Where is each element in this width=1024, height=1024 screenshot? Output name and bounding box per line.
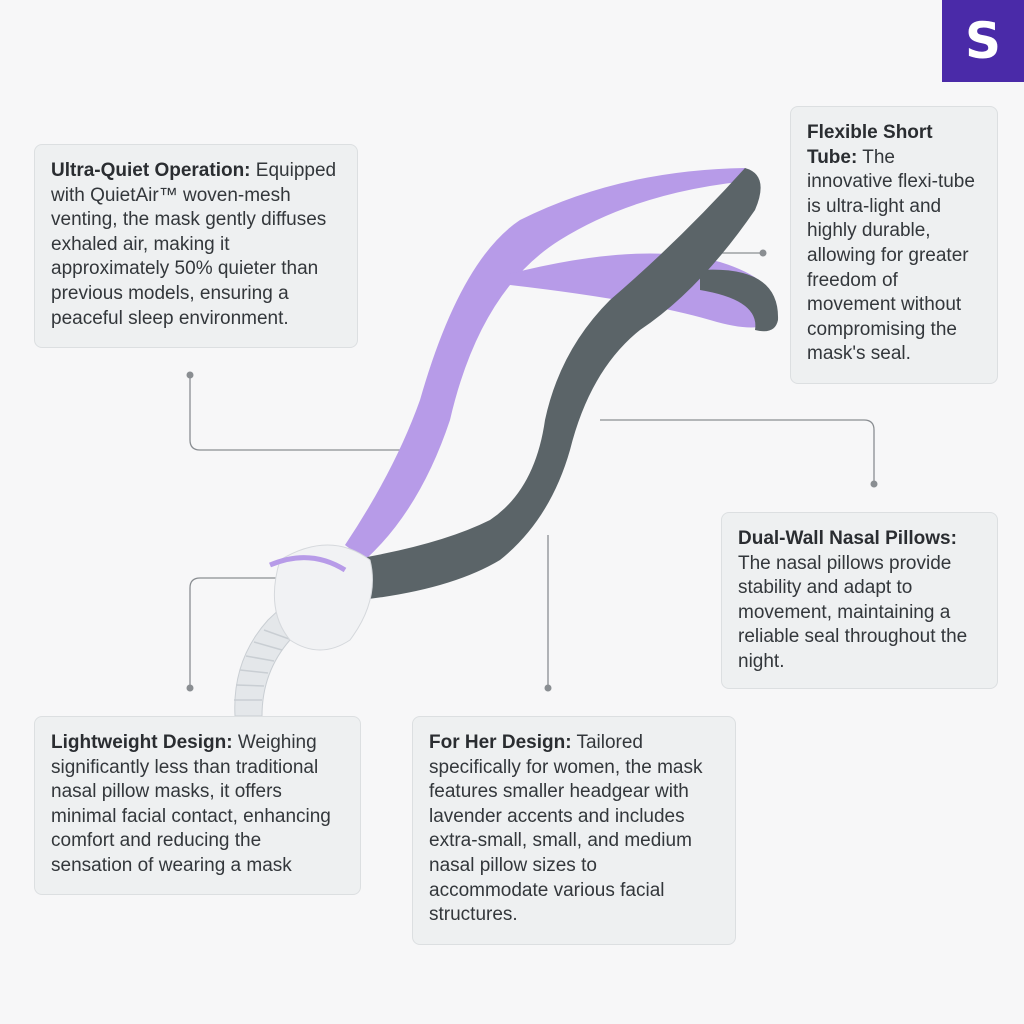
feature-body: The nasal pillows provide stability and … [738,552,968,672]
gray-loop [700,269,779,332]
connector-dots [186,249,878,692]
feature-body: The innovative flexi-tube is ultra-light… [807,146,975,365]
feature-title: Ultra-Quiet Operation: [51,160,251,181]
feature-for-her: For Her Design: Tailored specifically fo… [412,716,736,945]
connector-quiet [189,375,415,451]
logo-letter: S [964,12,1001,70]
feature-body: Tailored specifically for women, the mas… [429,732,703,926]
feature-title: For Her Design: [429,732,572,753]
connector-pillows [600,419,875,484]
gray-strap [350,168,761,600]
feature-body: Weighing significantly less than traditi… [51,732,331,876]
tube-ribs [234,629,293,701]
feature-title: Flexible Short Tube: [807,122,933,168]
feature-dual-wall-pillows: Dual-Wall Nasal Pillows: The nasal pillo… [721,512,998,689]
connector-lines [189,252,875,688]
brand-logo: S [942,0,1024,82]
feature-title: Dual-Wall Nasal Pillows: [738,528,957,549]
feature-body: Equipped with QuietAir™ woven-mesh venti… [51,160,337,329]
connector-lightweight [189,577,292,688]
feature-lightweight: Lightweight Design: Weighing significant… [34,716,361,895]
purple-strap [345,168,758,560]
feature-flexible-tube: Flexible Short Tube: The innovative flex… [790,106,998,384]
feature-ultra-quiet: Ultra-Quiet Operation: Equipped with Qui… [34,144,358,348]
feature-title: Lightweight Design: [51,732,233,753]
nasal-pillows-icon [273,544,373,651]
